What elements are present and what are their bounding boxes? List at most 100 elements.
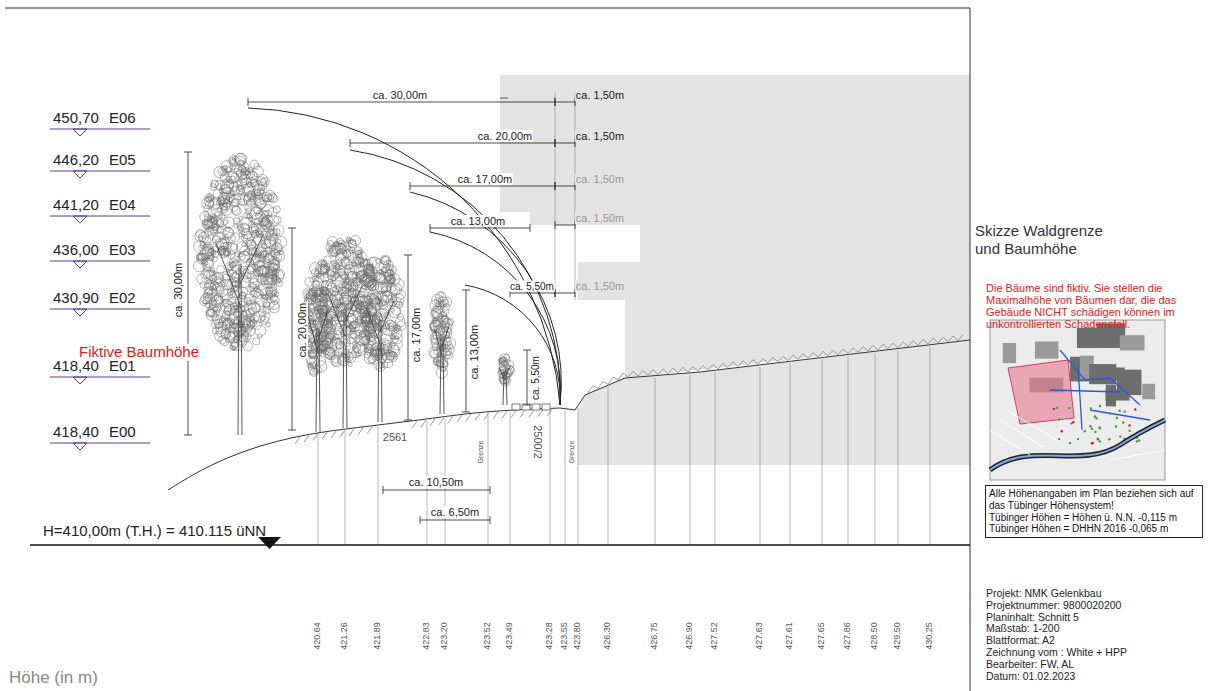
foliage-stroke: [273, 225, 284, 236]
foliage-stroke: [253, 338, 260, 345]
foliage-stroke: [327, 269, 339, 281]
station-line: [318, 434, 319, 545]
foliage-stroke: [447, 319, 453, 325]
elevation-value: 418,40: [52, 424, 100, 441]
foliage-stroke: [312, 298, 321, 307]
foliage-stroke: [386, 349, 393, 356]
station-line: [715, 372, 716, 545]
foliage-stroke: [235, 324, 246, 335]
tree-trunk: [366, 301, 394, 422]
foliage-stroke: [333, 263, 337, 267]
map-building: [1035, 341, 1059, 358]
map-dot: [1108, 438, 1110, 440]
map-dot: [1091, 428, 1093, 430]
foliage-stroke: [380, 255, 390, 265]
dimension-label: ca. 13,00m: [468, 324, 480, 380]
foliage-stroke: [317, 340, 329, 352]
dimension-label: ca. 5,50m: [530, 355, 541, 401]
station-line: [898, 351, 899, 545]
foliage-stroke: [225, 302, 235, 312]
foliage-stroke: [433, 312, 439, 318]
foliage-stroke: [333, 307, 342, 316]
foliage-stroke: [387, 283, 396, 292]
dimension-line: [184, 152, 192, 435]
foliage-stroke: [316, 356, 326, 366]
foliage-stroke: [229, 262, 235, 268]
foliage-stroke: [222, 207, 228, 213]
foliage-stroke: [327, 236, 337, 246]
foliage-stroke: [221, 161, 233, 173]
foliage-stroke: [357, 250, 361, 254]
elevation-value: 441,20: [52, 197, 100, 214]
dimension-label: ca. 17,00m: [410, 307, 422, 363]
foliage-stroke: [267, 287, 277, 297]
foliage-stroke: [390, 296, 396, 302]
foliage-stroke: [203, 253, 209, 259]
foliage-stroke: [442, 316, 450, 324]
height-value: 426.90: [685, 621, 695, 651]
info-text: Alle Höhenangaben im Plan beziehen sich …: [989, 488, 1199, 512]
foliage-stroke: [235, 154, 247, 166]
foliage-stroke: [431, 326, 437, 332]
foliage-stroke: [202, 220, 212, 230]
foliage-stroke: [230, 233, 239, 242]
map-dot: [1056, 407, 1058, 409]
foliage-stroke: [220, 199, 231, 210]
height-value: 420.64: [313, 621, 323, 651]
map-building: [1003, 343, 1016, 363]
foliage-stroke: [441, 350, 450, 359]
map-dot: [1058, 418, 1060, 420]
map-dot: [1089, 425, 1091, 427]
foliage-stroke: [219, 213, 225, 219]
foliage-stroke: [204, 212, 209, 217]
foliage-stroke: [249, 278, 259, 288]
boundary-label: Grenze: [568, 440, 576, 465]
foliage-stroke: [389, 274, 400, 285]
foliage-stroke: [257, 177, 266, 186]
dimension-label: ca. 30,00m: [172, 262, 184, 318]
foliage-stroke: [241, 224, 249, 232]
foliage-stroke: [213, 279, 225, 291]
foliage-stroke: [309, 352, 315, 358]
foliage-stroke: [256, 198, 267, 209]
height-value: 423.28: [545, 621, 555, 651]
map-dot: [1094, 431, 1096, 433]
foliage-stroke: [197, 254, 205, 262]
foliage-stroke: [210, 268, 215, 273]
foliage-stroke: [353, 262, 357, 266]
foliage-stroke: [204, 224, 210, 230]
foliage-stroke: [212, 294, 222, 304]
foliage-stroke: [431, 309, 442, 320]
foliage-stroke: [344, 300, 352, 308]
foliage-stroke: [193, 260, 205, 272]
map-area: [1008, 360, 1074, 424]
foliage-stroke: [221, 337, 229, 345]
height-value: 423.80: [573, 621, 583, 651]
foliage-stroke: [197, 274, 207, 284]
annotation-note: Fiktive Baumhöhe: [78, 344, 200, 361]
foliage-stroke: [255, 229, 262, 236]
foliage-stroke: [219, 317, 225, 323]
foliage-stroke: [369, 316, 377, 324]
fall-arc: [465, 285, 560, 405]
foliage-stroke: [195, 231, 206, 242]
foliage-stroke: [366, 348, 371, 353]
level-name: E06: [108, 110, 137, 127]
foliage-stroke: [206, 197, 211, 202]
foliage-stroke: [347, 269, 357, 279]
foliage-stroke: [223, 248, 230, 255]
foliage-stroke: [246, 199, 255, 208]
tree-drawing: [498, 354, 515, 405]
map-river-water: [990, 420, 1165, 470]
foliage-stroke: [217, 265, 225, 273]
foliage-stroke: [389, 326, 397, 334]
foliage-stroke: [348, 315, 358, 325]
foliage-stroke: [211, 180, 219, 188]
title-block-line: Zeichnung vom : White + HPP: [985, 647, 1128, 659]
height-value: 427.52: [710, 621, 720, 651]
map-dot: [1099, 405, 1101, 407]
dimension-line: [555, 98, 575, 106]
foliage-stroke: [432, 294, 444, 306]
tree-drawing: [429, 292, 456, 414]
